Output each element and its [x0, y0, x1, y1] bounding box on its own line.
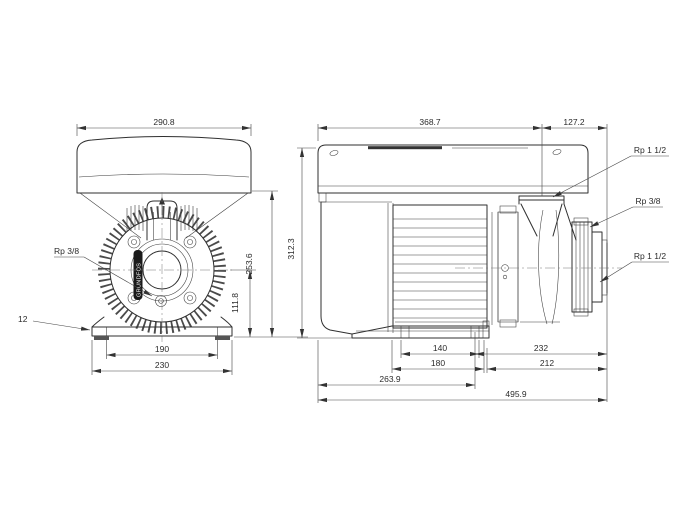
- label-vent-plug: Rp 3/8: [589, 196, 663, 228]
- vent-plug-side: [573, 217, 589, 226]
- dim-label: 290.8: [153, 117, 175, 127]
- side-view: [317, 144, 622, 339]
- motor-fins-side: [392, 204, 488, 329]
- dim-total-height: 312.3: [286, 147, 352, 339]
- dim-foot-bolt-spacing: 140: [400, 340, 480, 358]
- dim-front-width: 290.8: [76, 117, 252, 136]
- dim-label: 253.6: [244, 253, 254, 275]
- port-label: Rp 1 1/2: [634, 251, 666, 261]
- suction-end: [571, 217, 608, 317]
- label-discharge-port: Rp 1 1/2: [552, 145, 669, 198]
- dim-foot-thickness: 12: [18, 314, 91, 331]
- dim-label: 140: [433, 343, 447, 353]
- grundfos-logo: GRUNDFOS: [133, 250, 143, 300]
- side-dimensions: 368.7 127.2 312.3 Rp 1 1/2 Rp 3/8 Rp 1 1…: [286, 117, 669, 403]
- dim-label: 230: [155, 360, 169, 370]
- dim-label: 312.3: [286, 238, 296, 260]
- port-label: Rp 1 1/2: [634, 145, 666, 155]
- port-label: Rp 3/8: [54, 246, 79, 256]
- dim-base-length: 263.9: [317, 340, 475, 403]
- terminal-box-side: [317, 144, 589, 203]
- dim-label: 190: [155, 344, 169, 354]
- dim-label: 180: [431, 358, 445, 368]
- dim-label: 368.7: [419, 117, 441, 127]
- dim-label: 127.2: [563, 117, 585, 127]
- dim-bolt-spacing: 190: [106, 340, 218, 359]
- logo-text: GRUNDFOS: [137, 263, 143, 297]
- dim-base-width: 230: [91, 340, 233, 375]
- drain-plug-front: [155, 295, 167, 307]
- dim-port-height: 111.8: [230, 269, 256, 337]
- dim-label: 111.8: [230, 293, 240, 313]
- dim-foot-length: 180: [391, 340, 485, 373]
- pump-volute: [517, 209, 560, 325]
- dim-motor-height: 253.6: [244, 190, 278, 337]
- dim-pump-length: 127.2: [542, 117, 607, 131]
- dim-label: 212: [540, 358, 554, 368]
- terminal-box-front: [76, 136, 252, 239]
- front-dimensions: 290.8 Rp 3/8 12 111.8 253.6: [18, 117, 308, 375]
- dim-label: 12: [18, 314, 28, 324]
- dim-label: 263.9: [379, 374, 401, 384]
- centerlines-front: [92, 192, 232, 342]
- base-front: [91, 316, 233, 340]
- dim-suction-offset: 212: [486, 348, 607, 373]
- discharge-port: [518, 195, 577, 241]
- label-front-drain: Rp 3/8: [54, 246, 153, 297]
- port-label: Rp 3/8: [635, 196, 660, 206]
- base-side: [351, 320, 490, 339]
- dim-label: 232: [534, 343, 548, 353]
- dim-label: 495.9: [505, 389, 527, 399]
- fan-cover-side: [320, 201, 394, 335]
- dim-total-length: 495.9: [318, 389, 607, 403]
- pump-clamp: [491, 205, 519, 328]
- dim-motor-length: 368.7: [317, 117, 543, 196]
- front-view: GRUNDFOS: [76, 136, 252, 342]
- label-suction-port: Rp 1 1/2: [599, 251, 669, 283]
- dim-chamber-stack: 232: [474, 332, 607, 389]
